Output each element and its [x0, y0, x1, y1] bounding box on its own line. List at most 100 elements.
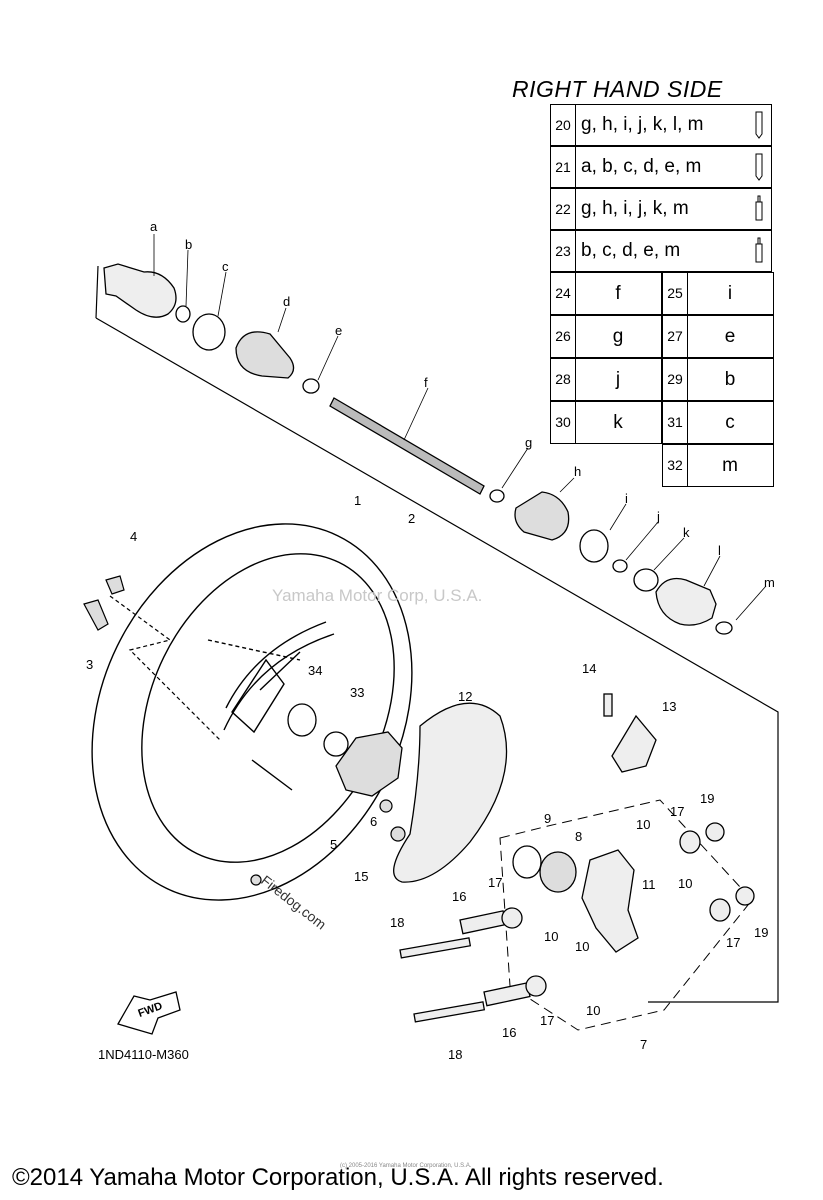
part-label-m: m	[764, 575, 775, 590]
legend-cell: 27 e	[662, 315, 774, 358]
legend-row-text: b, c, d, e, m	[581, 240, 681, 261]
cell-number: 26	[551, 316, 576, 357]
legend-row-number: 21	[551, 147, 576, 187]
valve-cap-4	[105, 575, 125, 595]
hub-disc	[287, 702, 577, 893]
part-label-c: c	[222, 259, 229, 274]
part-label-19: 19	[700, 791, 715, 806]
part-label-e: e	[335, 323, 343, 338]
cell-number: 32	[663, 445, 688, 486]
cell-value: k	[613, 412, 623, 433]
cell-value: b	[724, 369, 736, 390]
legend-row: 23 b, c, d, e, m	[550, 230, 772, 272]
cell-number: 24	[551, 273, 576, 314]
part-label-10: 10	[586, 1003, 601, 1018]
part-label-14: 14	[582, 661, 597, 676]
part-label-4: 4	[130, 529, 138, 544]
part-label-7: 7	[640, 1037, 648, 1052]
cell-number: 31	[663, 402, 688, 443]
cv-joint-l	[655, 577, 717, 626]
part-label-12: 12	[458, 689, 473, 704]
part-label-h: h	[574, 464, 582, 479]
part-label-a: a	[150, 219, 158, 234]
cell-value: f	[615, 283, 621, 304]
cell-number: 28	[551, 359, 576, 400]
part-label-13: 13	[662, 699, 677, 714]
part-label-g: g	[525, 435, 533, 450]
part-label-11: 11	[642, 877, 656, 892]
bolt-15	[390, 826, 406, 842]
part-label-3: 3	[86, 657, 94, 672]
part-label-16: 16	[502, 1025, 517, 1040]
part-label-17: 17	[670, 804, 685, 819]
part-label-10: 10	[678, 876, 693, 891]
part-label-k: k	[683, 525, 690, 540]
small-hardware	[250, 799, 406, 886]
copyright-footer: ©2014 Yamaha Motor Corporation, U.S.A. A…	[12, 1164, 664, 1191]
valve-stem-3	[83, 599, 109, 631]
part-label-5: 5	[330, 837, 338, 852]
brake-disc	[393, 702, 508, 883]
caliper-13	[611, 714, 657, 773]
cell-value: e	[724, 326, 736, 347]
circlip-j	[612, 559, 628, 573]
legend-row-text: g, h, i, j, k, l, m	[581, 114, 704, 135]
band-i	[579, 529, 609, 563]
legend-row: 22 g, h, i, j, k, m	[550, 188, 772, 230]
part-label-33: 33	[350, 685, 365, 700]
part-label-j: j	[657, 509, 660, 524]
cell-number: 27	[663, 316, 688, 357]
legend-row-number: 22	[551, 189, 576, 229]
cell-value: j	[615, 369, 621, 390]
leader-lines	[153, 234, 767, 621]
bearing-8	[539, 851, 577, 893]
nut-6	[379, 799, 393, 813]
part-label-f: f	[424, 375, 428, 390]
band-c	[192, 313, 226, 351]
part-label-10: 10	[544, 929, 559, 944]
part-label-l: l	[718, 543, 721, 558]
legend-cell: 25 i	[662, 272, 774, 315]
page-title: RIGHT HAND SIDE	[512, 76, 723, 102]
legend-row: 21 a, b, c, d, e, m	[550, 146, 772, 188]
part-label-34: 34	[308, 663, 323, 678]
bolt-16b	[483, 982, 531, 1007]
legend-cell: 26 g	[550, 315, 662, 358]
legend-row-text: a, b, c, d, e, m	[581, 156, 702, 177]
circlip-9	[512, 845, 542, 879]
part-label-d: d	[283, 294, 291, 309]
part-label-1: 1	[354, 493, 362, 508]
legend-row: 20 g, h, i, j, k, l, m	[550, 104, 772, 146]
cell-value: g	[612, 326, 624, 347]
circlip-m	[715, 621, 733, 635]
drive-shaft-group	[103, 263, 733, 635]
footer-small-print: (c) 2005-2016 Yamaha Motor Corporation, …	[340, 1163, 472, 1169]
part-label-18: 18	[448, 1047, 463, 1062]
legend-cell: 24 f	[550, 272, 662, 315]
band-e	[302, 378, 320, 394]
boot-d	[235, 331, 295, 379]
part-label-b: b	[185, 237, 193, 252]
cell-value: i	[727, 283, 733, 304]
cell-number: 25	[663, 273, 688, 314]
circlip-b	[175, 305, 191, 323]
legend-row-number: 20	[551, 105, 576, 145]
part-label-18: 18	[390, 915, 405, 930]
valve-parts	[83, 575, 221, 741]
collar-34	[287, 703, 317, 737]
oil-tube-icon	[755, 195, 763, 221]
oring-k	[633, 568, 659, 592]
part-label-17: 17	[726, 935, 741, 950]
part-label-10: 10	[636, 817, 651, 832]
shaft-f	[329, 397, 485, 495]
bolt-18a	[399, 937, 472, 959]
part-label-19: 19	[754, 925, 769, 940]
grease-tube-icon	[755, 111, 763, 139]
part-label-i: i	[625, 491, 628, 506]
part-label-10: 10	[575, 939, 590, 954]
watermark: Yamaha Motor Corp, U.S.A.	[272, 586, 483, 605]
